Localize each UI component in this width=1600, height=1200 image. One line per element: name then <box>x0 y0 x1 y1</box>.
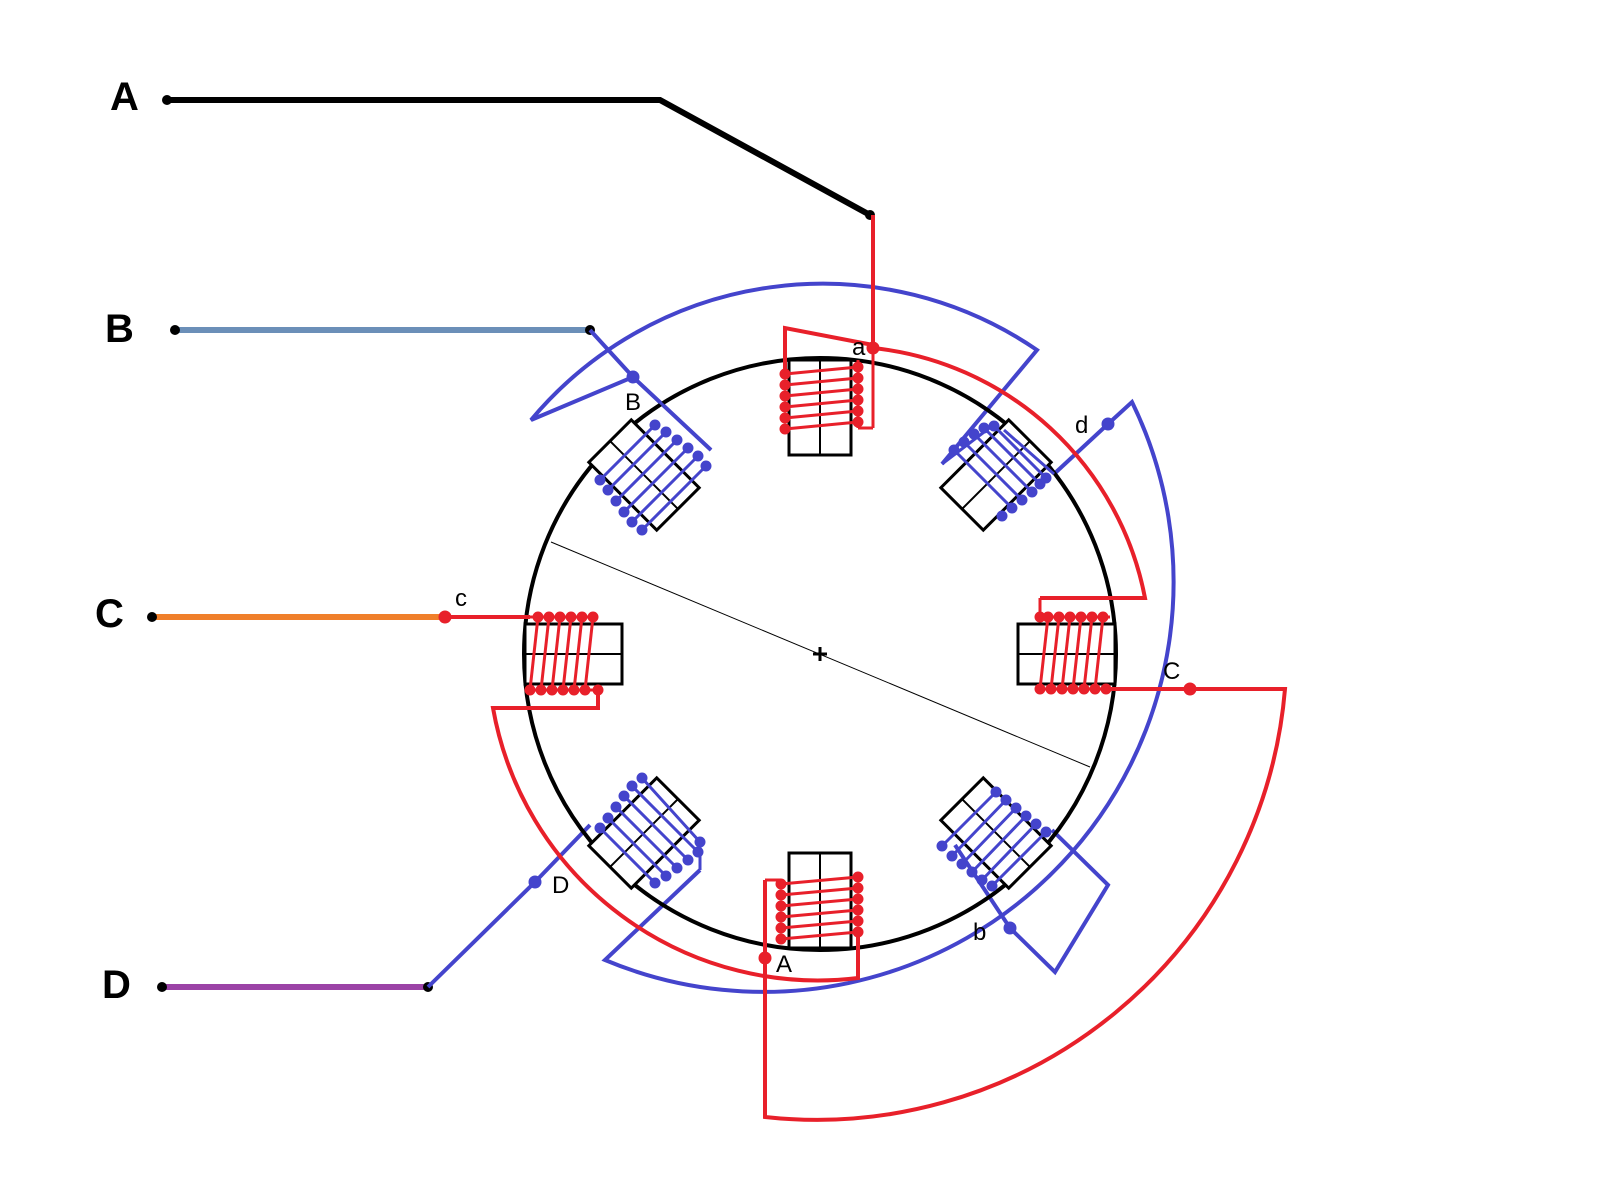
blue-wire-D <box>426 823 592 989</box>
terminal-A-wire <box>167 97 872 218</box>
terminal-B-dot <box>170 325 180 335</box>
blue-upper-arc <box>529 281 1040 466</box>
pole-top <box>787 358 853 457</box>
junction-a <box>866 341 880 355</box>
coil-lower-left <box>528 772 706 889</box>
terminal-C-group: C <box>95 592 445 636</box>
blue-wire-d <box>601 398 1176 994</box>
terminal-label-D: D <box>102 963 131 1007</box>
terminal-A-dot <box>162 95 172 105</box>
rotor-center-mark <box>813 647 827 661</box>
red-upper-right-arc <box>872 346 1148 600</box>
red-wire-C <box>763 687 1288 1122</box>
junction-A <box>758 951 772 965</box>
terminal-label-C: C <box>95 592 124 636</box>
blue-wire-B-feed <box>588 328 635 379</box>
coil-right <box>1034 598 1197 696</box>
coil-lower-right <box>936 786 1052 935</box>
junction-d <box>1101 417 1115 431</box>
label-A: A <box>776 951 792 978</box>
coil-upper-left <box>594 370 713 536</box>
coil-top <box>779 341 880 435</box>
terminal-D-group: D <box>102 963 433 1007</box>
terminal-label-B: B <box>105 307 134 351</box>
junction-b <box>1003 921 1017 935</box>
junction-c <box>438 610 452 624</box>
blue-wire-b <box>953 828 1111 976</box>
coil-bottom <box>758 871 864 965</box>
terminal-label-A: A <box>110 75 139 119</box>
red-top-coil-left-lead <box>783 325 874 374</box>
junction-B <box>626 370 640 384</box>
label-d: d <box>1075 412 1088 439</box>
label-B: B <box>625 389 641 416</box>
label-c: c <box>455 585 467 612</box>
pole-left <box>523 622 624 686</box>
blue-connection-wires <box>426 281 1176 994</box>
red-connection-wires <box>445 215 1288 1122</box>
label-b: b <box>973 919 986 946</box>
terminal-B-group: B <box>105 307 595 351</box>
terminal-D-dot <box>157 982 167 992</box>
junction-D <box>528 875 542 889</box>
label-a: a <box>852 334 866 361</box>
red-lower-left-arc <box>490 690 860 983</box>
junction-C <box>1183 682 1197 696</box>
label-D: D <box>552 872 569 899</box>
coil-upper-right <box>941 417 1115 522</box>
coil-left <box>438 610 604 696</box>
terminal-A-group: A <box>110 75 875 220</box>
terminal-C-dot <box>147 612 157 622</box>
label-C: C <box>1163 658 1180 685</box>
